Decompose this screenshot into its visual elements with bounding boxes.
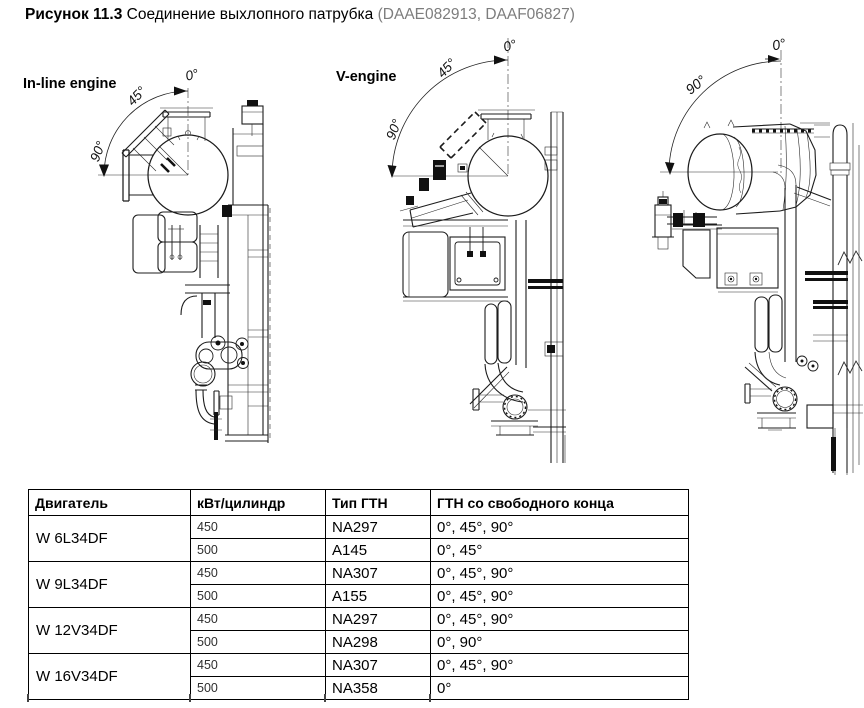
positions-cell: 0°, 45° <box>430 538 689 562</box>
turbo-cell: NA297 <box>325 515 431 539</box>
kw-cell: 450 <box>190 515 326 539</box>
arc-arrow-90 <box>387 165 397 178</box>
flange-45-dashed <box>437 111 487 171</box>
table-row: W 6L34DF 450 NA297 0°, 45°, 90° <box>28 515 689 562</box>
turbo-cell: NA358 <box>325 676 431 700</box>
kw-cell: 500 <box>190 584 326 608</box>
engine-cell: W 12V34DF <box>28 607 191 654</box>
angle-label-0: 0° <box>184 66 201 84</box>
arc-arrow-0 <box>174 86 187 96</box>
inline-engine-label: In-line engine <box>23 76 116 92</box>
arc-arrow-90 <box>99 164 109 177</box>
arc-arrow-0 <box>494 55 507 65</box>
angle-dimension-arc <box>103 90 189 176</box>
arc-arrow-90 <box>665 162 675 175</box>
angle-label-90: 90° <box>682 72 709 98</box>
turbo-cell: NA297 <box>325 607 431 631</box>
table-row: 500 NA358 0° <box>29 676 689 700</box>
engine-cell: W 6L34DF <box>28 515 191 562</box>
turbo-cell: A155 <box>325 584 431 608</box>
v-engine-label: V-engine <box>336 69 396 85</box>
engine-cell: W 16V34DF <box>28 653 191 700</box>
engine-cell: W 9L34DF <box>28 561 191 608</box>
kw-cell: 450 <box>190 653 326 677</box>
kw-cell: 450 <box>190 607 326 631</box>
kw-cell: 500 <box>190 630 326 654</box>
table-row: 500 NA298 0°, 90° <box>29 630 689 654</box>
positions-cell: 0°, 45°, 90° <box>430 515 689 539</box>
angle-label-0: 0° <box>771 35 788 54</box>
col-header-positions: ГТН со свободного конца <box>430 489 689 516</box>
table-row: W 16V34DF 450 NA307 0°, 45°, 90° <box>28 653 689 700</box>
angle-label-45: 45° <box>124 83 149 109</box>
angle-label-90: 90° <box>383 117 405 142</box>
vertical-exhaust-pipe <box>515 220 527 368</box>
drum-label-squiggle <box>737 146 742 194</box>
table-header-row: Двигатель кВт/цилиндр Тип ГТН ГТН со сво… <box>28 489 689 516</box>
wall-pipe-capsule <box>832 124 848 163</box>
elbow-pipe <box>754 351 781 386</box>
arc-arrow-0 <box>768 55 780 63</box>
flange-0 <box>480 113 532 120</box>
positions-cell: 0°, 45°, 90° <box>430 607 689 631</box>
table-row: 500 A155 0°, 45°, 90° <box>29 584 689 608</box>
break-symbol <box>837 360 863 376</box>
angle-label-0: 0° <box>502 37 519 55</box>
table-gridline-stub <box>324 694 326 702</box>
turbo-cell: NA307 <box>325 653 431 677</box>
silencer-end-face <box>687 133 753 211</box>
silencer-body <box>732 123 791 215</box>
flange-0 <box>162 111 211 118</box>
elbow-pipe <box>195 389 215 425</box>
kw-cell: 500 <box>190 538 326 562</box>
figure-inline-engine-drawing: In-line engine 0° 45° 90° <box>23 66 271 443</box>
page-title: Рисунок 11.3 Соединение выхлопного патру… <box>25 5 575 25</box>
table-gridline-stub <box>429 694 431 702</box>
document-reference-codes: (DAAE082913, DAAF06827) <box>377 6 575 23</box>
table-row: W 12V34DF 450 NA297 0°, 45°, 90° <box>28 607 689 654</box>
flange-45 <box>121 109 170 158</box>
table-row: W 9L34DF 450 NA307 0°, 45°, 90° <box>28 561 689 608</box>
kw-cell: 450 <box>190 561 326 585</box>
pipe-flange-circle <box>502 394 528 420</box>
col-header-turbo: Тип ГТН <box>325 489 431 516</box>
positions-cell: 0°, 45°, 90° <box>430 561 689 585</box>
figure-v-engine-drawing: V-engine 0° 45° 90° <box>336 37 566 463</box>
turbocharger-spec-table: Двигатель кВт/цилиндр Тип ГТН ГТН со сво… <box>28 489 689 700</box>
table-gridline-stub <box>27 694 29 702</box>
turbo-cell: NA298 <box>325 630 431 654</box>
positions-cell: 0°, 45°, 90° <box>430 584 689 608</box>
turbo-cell: NA307 <box>325 561 431 585</box>
kw-cell: 500 <box>190 676 326 700</box>
elbow-pipe <box>484 362 524 403</box>
angle-label-45: 45° <box>434 55 459 81</box>
pipe-flange-circle <box>772 386 798 412</box>
figure-caption: Соединение выхлопного патрубка <box>126 6 374 23</box>
figure-free-end-drawing: 0° 90° <box>652 35 863 475</box>
figure-number: Рисунок 11.3 <box>25 6 123 23</box>
col-header-kw: кВт/цилиндр <box>190 489 326 516</box>
angle-label-90: 90° <box>87 139 109 164</box>
turbo-cell: A145 <box>325 538 431 562</box>
vertical-exhaust-pipe <box>784 185 797 362</box>
col-header-engine: Двигатель <box>28 489 191 516</box>
break-symbol <box>837 250 863 266</box>
flange-90 <box>122 149 130 202</box>
positions-cell: 0°, 90° <box>430 630 689 654</box>
angle-dimension-arc <box>668 60 782 170</box>
table-gridline-stub <box>189 694 191 702</box>
positions-cell: 0° <box>430 676 689 700</box>
connection-box <box>716 227 779 289</box>
exhaust-outlet-circle <box>467 135 549 217</box>
angle-dimension-arc <box>391 59 509 177</box>
exhaust-outlet-circle <box>147 134 229 216</box>
table-row: 500 A145 0°, 45° <box>29 538 689 562</box>
inspection-box <box>449 236 506 291</box>
positions-cell: 0°, 45°, 90° <box>430 653 689 677</box>
